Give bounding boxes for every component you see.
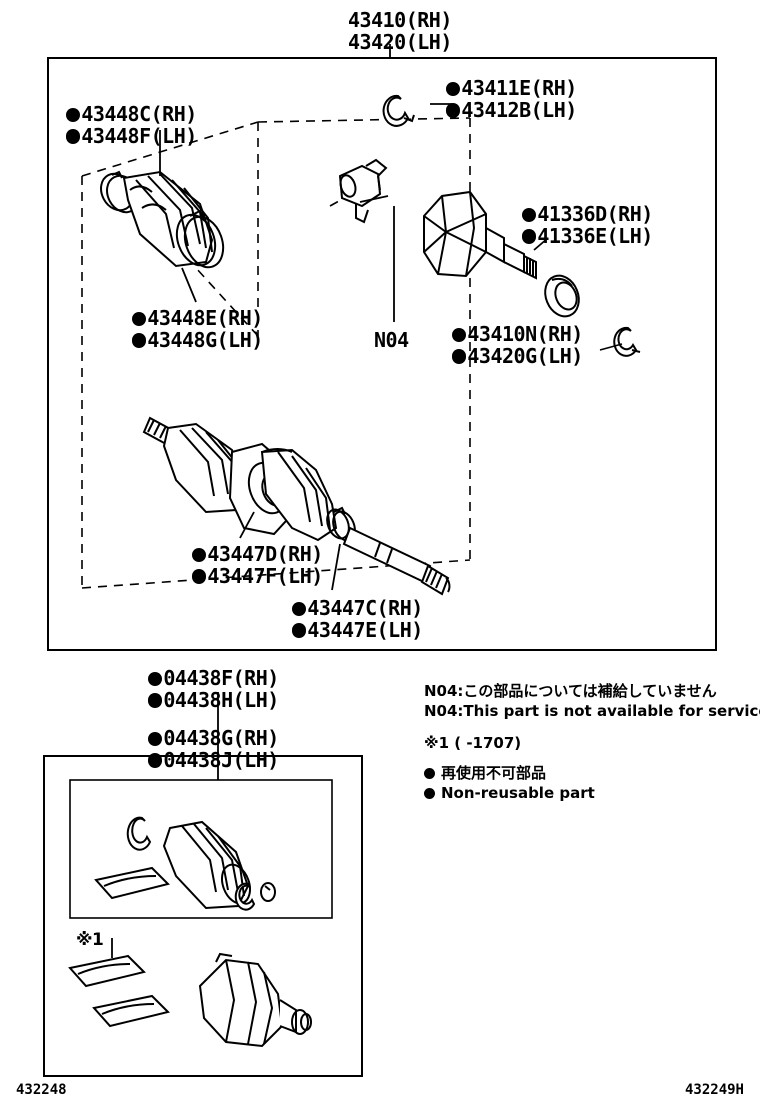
nonreusable-bullet-icon xyxy=(66,107,81,122)
nonreusable-bullet-icon xyxy=(148,671,163,686)
nonreusable-bullet-icon xyxy=(192,569,207,584)
label-n04: N04 xyxy=(374,328,409,352)
label-41336D: 41336D(RH) 41336E(LH) xyxy=(522,203,653,247)
nonreusable-bullet-icon xyxy=(424,768,435,779)
footer-left-code: 432248 xyxy=(16,1082,67,1098)
nonreusable-bullet-icon xyxy=(148,731,163,746)
nonreusable-bullet-icon xyxy=(424,788,435,799)
nonreusable-bullet-icon xyxy=(452,349,467,364)
lower-panel-border xyxy=(43,755,363,1077)
label-04438G: 04438G(RH) 04438J(LH) xyxy=(148,727,279,771)
asterisk-mark-1: ※1 xyxy=(76,930,104,950)
nonreusable-bullet-icon xyxy=(148,753,163,768)
title-top: 43410(RH) 43420(LH) xyxy=(348,8,452,54)
inboard-clamp-small-art xyxy=(100,170,140,214)
footer-right-code: 432249H xyxy=(684,1082,744,1098)
assembled-boot-art xyxy=(198,952,312,1048)
title-top-lh: 43420(LH) xyxy=(348,29,452,54)
boot-kit-art xyxy=(94,816,276,911)
inboard-clamp-large-art xyxy=(175,209,225,269)
nonreusable-bullet-icon xyxy=(292,623,307,638)
label-43448C: 43448C(RH) 43448F(LH) xyxy=(66,103,197,147)
inboard-boot-art xyxy=(122,170,214,268)
nonreusable-bullet-icon xyxy=(446,81,461,96)
note-date-range: ※1 ( -1707) xyxy=(424,734,522,752)
grease-packets-art xyxy=(68,954,170,1028)
boot-kit-inner-box xyxy=(69,779,333,919)
nonreusable-bullet-icon xyxy=(132,311,147,326)
label-43411E: 43411E(RH) 43412B(LH) xyxy=(446,77,577,121)
note-n04-ja: N04:この部品については補給していません xyxy=(424,682,717,700)
nonreusable-bullet-icon xyxy=(522,207,537,222)
dust-seal-art xyxy=(544,274,580,318)
nonreusable-bullet-icon xyxy=(192,547,207,562)
title-top-rh: 43410(RH) xyxy=(348,8,452,32)
label-04438F: 04438F(RH) 04438H(LH) xyxy=(148,667,279,711)
nonreusable-bullet-icon xyxy=(132,333,147,348)
label-43447D: 43447D(RH) 43447F(LH) xyxy=(192,543,323,587)
legend-nonreusable-ja: 再使用不可部品 xyxy=(424,762,546,783)
tripod-joint-art xyxy=(338,158,388,224)
nonreusable-bullet-icon xyxy=(452,327,467,342)
outboard-cv-joint-art xyxy=(423,190,537,280)
label-43410N: 43410N(RH) 43420G(LH) xyxy=(452,323,583,367)
label-43448E: 43448E(RH) 43448G(LH) xyxy=(132,307,263,351)
snap-ring-art-right xyxy=(613,326,641,357)
nonreusable-bullet-icon xyxy=(446,103,461,118)
snap-ring-art-top xyxy=(382,94,415,127)
leader-lines xyxy=(111,44,549,958)
legend-nonreusable-en: Non-reusable part xyxy=(424,784,595,802)
nonreusable-bullet-icon xyxy=(66,129,81,144)
note-n04-en: N04:This part is not available for servi… xyxy=(424,702,760,720)
nonreusable-bullet-icon xyxy=(148,693,163,708)
inboard-group-dashes xyxy=(81,117,471,589)
leader-snapring-right xyxy=(599,343,623,351)
nonreusable-bullet-icon xyxy=(522,229,537,244)
nonreusable-bullet-icon xyxy=(292,601,307,616)
label-43447C: 43447C(RH) 43447E(LH) xyxy=(292,597,423,641)
